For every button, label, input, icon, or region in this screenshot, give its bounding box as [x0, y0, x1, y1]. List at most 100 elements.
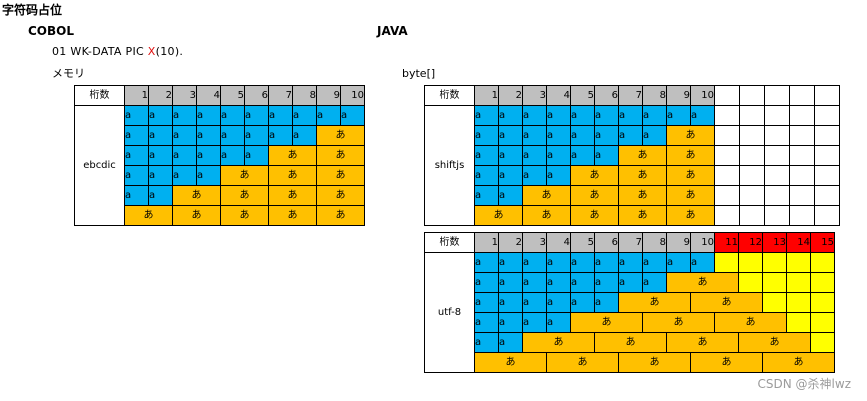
- empty-byte-cell: [789, 105, 815, 126]
- single-byte-char-cell: a: [292, 125, 317, 146]
- overflow-byte-cell: [810, 292, 835, 313]
- column-number: 9: [316, 85, 341, 106]
- multi-byte-char-cell: あ: [594, 332, 667, 353]
- multi-byte-char-cell: あ: [268, 165, 317, 186]
- overflow-byte-cell: [762, 272, 787, 293]
- column-number: 4: [546, 232, 571, 253]
- column-number: 5: [570, 232, 595, 253]
- header-blank-cell: [739, 85, 765, 106]
- overflow-byte-cell: [786, 252, 811, 273]
- empty-byte-cell: [739, 185, 765, 206]
- empty-byte-cell: [714, 145, 740, 166]
- overflow-byte-cell: [714, 252, 739, 273]
- overflow-byte-cell: [810, 272, 835, 293]
- single-byte-char-cell: a: [172, 125, 197, 146]
- single-byte-char-cell: a: [522, 145, 547, 166]
- single-byte-char-cell: a: [546, 125, 571, 146]
- multi-byte-char-cell: あ: [220, 205, 269, 226]
- single-byte-char-cell: a: [498, 292, 523, 313]
- empty-byte-cell: [764, 165, 790, 186]
- column-number: 14: [786, 232, 811, 253]
- multi-byte-char-cell: あ: [666, 332, 739, 353]
- multi-byte-char-cell: あ: [220, 185, 269, 206]
- single-byte-char-cell: a: [546, 145, 571, 166]
- column-number: 8: [642, 85, 667, 106]
- column-number: 3: [522, 232, 547, 253]
- java-heading: JAVA: [377, 24, 408, 38]
- single-byte-char-cell: a: [268, 125, 293, 146]
- single-byte-char-cell: a: [172, 165, 197, 186]
- single-byte-char-cell: a: [498, 165, 523, 186]
- encoding-label: ebcdic: [74, 105, 125, 226]
- column-number: 12: [738, 232, 763, 253]
- single-byte-char-cell: a: [474, 292, 499, 313]
- single-byte-char-cell: a: [196, 165, 221, 186]
- single-byte-char-cell: a: [148, 125, 173, 146]
- column-number: 10: [690, 232, 715, 253]
- table-row: あああああ: [425, 205, 840, 226]
- declaration-suffix: (10).: [155, 45, 184, 58]
- single-byte-char-cell: a: [196, 125, 221, 146]
- column-number: 6: [594, 85, 619, 106]
- column-number: 10: [340, 85, 365, 106]
- single-byte-char-cell: a: [594, 125, 619, 146]
- single-byte-char-cell: a: [474, 185, 499, 206]
- single-byte-char-cell: a: [220, 125, 245, 146]
- cobol-declaration: 01 WK-DATA PIC X(10).: [52, 46, 183, 57]
- page-title: 字符码占位: [2, 3, 63, 17]
- column-number: 3: [522, 85, 547, 106]
- single-byte-char-cell: a: [172, 145, 197, 166]
- multi-byte-char-cell: あ: [762, 352, 835, 373]
- empty-byte-cell: [714, 165, 740, 186]
- multi-byte-char-cell: あ: [268, 205, 317, 226]
- overflow-byte-cell: [810, 312, 835, 333]
- overflow-byte-cell: [810, 252, 835, 273]
- single-byte-char-cell: a: [498, 125, 523, 146]
- single-byte-char-cell: a: [340, 105, 365, 126]
- single-byte-char-cell: a: [522, 312, 547, 333]
- empty-byte-cell: [764, 125, 790, 146]
- multi-byte-char-cell: あ: [546, 352, 619, 373]
- column-number: 2: [148, 85, 173, 106]
- overflow-byte-cell: [738, 272, 763, 293]
- multi-byte-char-cell: あ: [316, 185, 365, 206]
- column-number: 6: [244, 85, 269, 106]
- single-byte-char-cell: a: [546, 292, 571, 313]
- single-byte-char-cell: a: [546, 312, 571, 333]
- single-byte-char-cell: a: [124, 125, 149, 146]
- single-byte-char-cell: a: [474, 252, 499, 273]
- declaration-prefix: 01 WK-DATA PIC: [52, 45, 148, 58]
- column-number: 4: [196, 85, 221, 106]
- column-number: 1: [474, 232, 499, 253]
- column-number: 7: [618, 85, 643, 106]
- table-row: あああああ: [75, 205, 365, 226]
- column-count-label: 桁数: [424, 85, 475, 106]
- empty-byte-cell: [789, 185, 815, 206]
- multi-byte-char-cell: あ: [618, 165, 667, 186]
- encoding-label: shiftjs: [424, 105, 475, 226]
- multi-byte-char-cell: あ: [618, 145, 667, 166]
- empty-byte-cell: [789, 145, 815, 166]
- multi-byte-char-cell: あ: [666, 145, 715, 166]
- multi-byte-char-cell: あ: [124, 205, 173, 226]
- overflow-byte-cell: [762, 252, 787, 273]
- multi-byte-char-cell: あ: [522, 205, 571, 226]
- single-byte-char-cell: a: [148, 145, 173, 166]
- column-number: 15: [810, 232, 835, 253]
- single-byte-char-cell: a: [642, 105, 667, 126]
- memory-label: メモリ: [52, 67, 85, 80]
- single-byte-char-cell: a: [172, 105, 197, 126]
- empty-byte-cell: [739, 125, 765, 146]
- single-byte-char-cell: a: [498, 332, 523, 353]
- single-byte-char-cell: a: [522, 292, 547, 313]
- single-byte-char-cell: a: [546, 252, 571, 273]
- header-blank-cell: [814, 85, 840, 106]
- multi-byte-char-cell: あ: [690, 292, 763, 313]
